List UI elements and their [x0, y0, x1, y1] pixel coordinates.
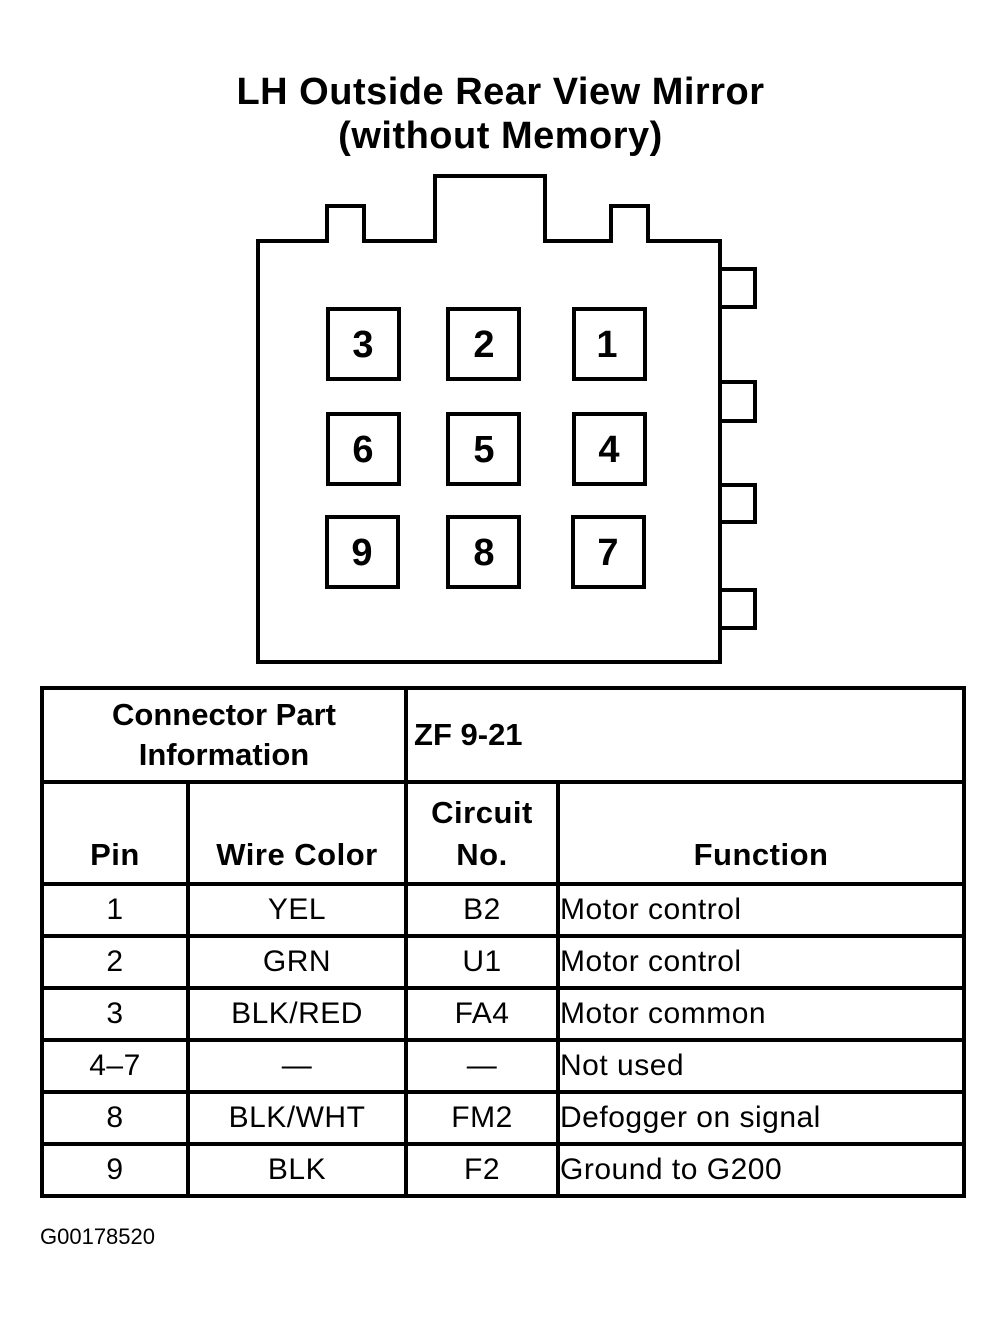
wire-color-cell: GRN: [185, 934, 409, 990]
figure-reference-id: G00178520: [40, 1224, 155, 1249]
pin-cell: 8: [40, 1090, 190, 1146]
function-cell: Motor control: [556, 882, 967, 938]
side-latch-1: [720, 267, 757, 309]
table-header-row: Pin Wire Color Circuit No. Function: [40, 780, 967, 886]
table-row: 9 BLK F2 Ground to G200: [40, 1142, 967, 1198]
pin-cavity-5: 5: [446, 412, 521, 486]
side-latch-2: [720, 380, 757, 423]
pin-cavity-2: 2: [446, 307, 521, 381]
table-row: 4–7 — — Not used: [40, 1038, 967, 1094]
side-latch-4: [720, 588, 757, 630]
pin-number: 5: [473, 429, 494, 471]
pin-number: 7: [597, 532, 618, 574]
function-cell: Defogger on signal: [556, 1090, 967, 1146]
wire-color-cell: —: [185, 1038, 409, 1094]
circuit-column-header: Circuit No.: [404, 780, 561, 886]
part-info-label-line2: Information: [138, 737, 310, 772]
circuit-cell: F2: [404, 1142, 561, 1198]
table-row: 8 BLK/WHT FM2 Defogger on signal: [40, 1090, 967, 1146]
diagram-title: LH Outside Rear View Mirror: [236, 71, 765, 113]
table-row: 2 GRN U1 Motor control: [40, 934, 967, 990]
connector-body-outline: [256, 174, 722, 664]
pin-number: 1: [596, 324, 617, 366]
pin-column-header: Pin: [40, 780, 190, 886]
circuit-cell: —: [404, 1038, 561, 1094]
pin-number: 6: [352, 429, 373, 471]
pin-number: 4: [598, 429, 619, 471]
wire-color-column-header: Wire Color: [185, 780, 409, 886]
circuit-cell: FM2: [404, 1090, 561, 1146]
table-row: 1 YEL B2 Motor control: [40, 882, 967, 938]
pin-cavity-6: 6: [326, 412, 401, 486]
circuit-cell: B2: [404, 882, 561, 938]
pin-cell: 2: [40, 934, 190, 990]
table-row: 3 BLK/RED FA4 Motor common: [40, 986, 967, 1042]
diagram-subtitle: (without Memory): [338, 115, 663, 157]
circuit-cell: U1: [404, 934, 561, 990]
function-cell: Ground to G200: [556, 1142, 967, 1198]
function-cell: Motor common: [556, 986, 967, 1042]
connector-face-diagram: 3 2 1 6 5 4 9 8 7: [256, 174, 757, 664]
part-info-label: Connector Part Information: [39, 686, 409, 784]
part-info-row: Connector Part Information ZF 9-21: [39, 686, 967, 784]
part-info-value: ZF 9-21: [404, 686, 967, 784]
pin-cell: 9: [40, 1142, 190, 1198]
pin-cell: 4–7: [40, 1038, 190, 1094]
function-column-header: Function: [556, 780, 967, 886]
pin-cell: 1: [40, 882, 190, 938]
wire-color-cell: BLK/WHT: [185, 1090, 409, 1146]
pin-number: 9: [351, 532, 372, 574]
circuit-header-line2: No.: [456, 837, 508, 872]
pin-cavity-3: 3: [326, 307, 401, 381]
pin-cavity-4: 4: [572, 412, 647, 486]
pin-cavity-1: 1: [572, 307, 647, 381]
part-info-label-line1: Connector Part: [112, 697, 336, 732]
function-cell: Motor control: [556, 934, 967, 990]
wire-color-cell: BLK/RED: [185, 986, 409, 1042]
function-cell: Not used: [556, 1038, 967, 1094]
pin-cavity-7: 7: [571, 515, 646, 589]
connector-pinout-table: Connector Part Information ZF 9-21 Pin W…: [39, 686, 967, 1198]
pin-number: 8: [473, 532, 494, 574]
circuit-header-line1: Circuit: [431, 795, 533, 830]
wire-color-cell: BLK: [185, 1142, 409, 1198]
pin-cavity-8: 8: [446, 515, 521, 589]
pin-number: 2: [473, 324, 494, 366]
pin-number: 3: [352, 324, 373, 366]
circuit-cell: FA4: [404, 986, 561, 1042]
pin-cavity-9: 9: [325, 515, 400, 589]
side-latch-3: [720, 483, 757, 524]
pin-cell: 3: [40, 986, 190, 1042]
wire-color-cell: YEL: [185, 882, 409, 938]
